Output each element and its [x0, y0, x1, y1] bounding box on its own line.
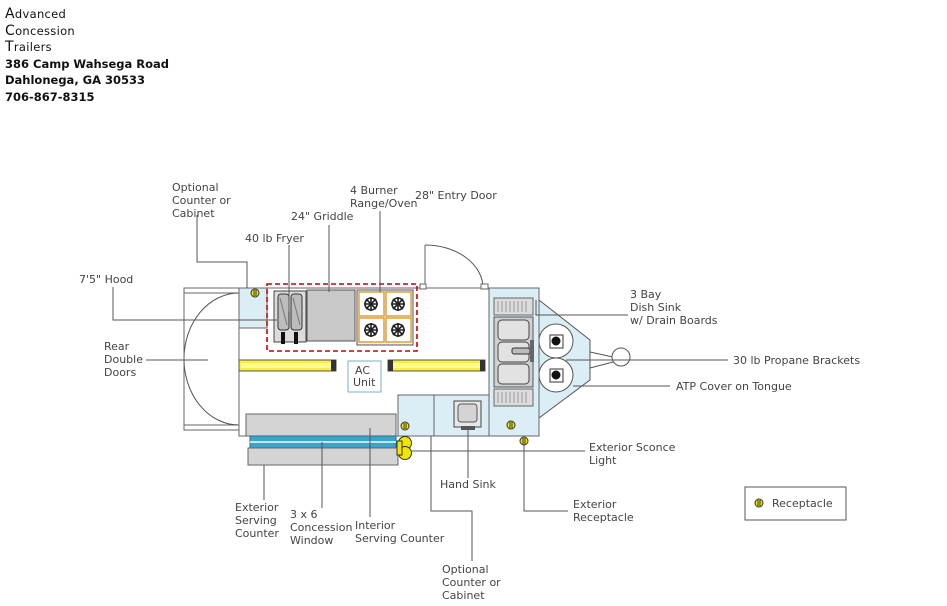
ac-unit-label-1: AC — [355, 364, 370, 377]
sconce-light-icon — [396, 436, 412, 460]
hand-sink-label: Hand Sink — [440, 478, 496, 491]
dish-sink-label: 3 Bay Dish Sink w/ Drain Boards — [630, 288, 718, 327]
interior-serving-counter — [245, 413, 397, 437]
propane-bracket-bottom — [538, 357, 574, 393]
fryer-label: 40 lb Fryer — [245, 232, 304, 245]
receptacle-icon — [400, 421, 410, 431]
company-name-line-2: Concession — [5, 22, 76, 39]
propane-bracket-top — [538, 323, 574, 359]
exterior-sconce-label: Exterior Sconce Light — [589, 441, 679, 467]
exterior-serving-counter — [247, 447, 399, 466]
propane-label: 30 lb Propane Brackets — [733, 354, 860, 367]
light-bar-right — [387, 359, 486, 372]
legend-receptacle-icon — [754, 498, 764, 508]
hand-sink — [453, 400, 482, 430]
leader-lines — [112, 211, 728, 561]
company-header: Advanced Concession Trailers 386 Camp Wa… — [5, 6, 169, 106]
entry-door — [419, 244, 489, 290]
legend: Receptacle — [744, 486, 847, 521]
receptacle-icon — [506, 420, 516, 430]
griddle-label: 24" Griddle — [291, 210, 354, 223]
rear-double-doors — [183, 287, 240, 431]
legend-receptacle-label: Receptacle — [772, 497, 833, 510]
receptacle-icon — [250, 288, 260, 298]
company-name-line-3: Trailers — [5, 39, 52, 56]
atp-cover — [538, 298, 591, 419]
burner-range — [356, 289, 414, 346]
optional-counter-top-label: Optional Counter or Cabinet — [172, 181, 234, 220]
entry-door-label: 28" Entry Door — [415, 189, 497, 202]
ac-unit-label-2: Unit — [353, 376, 376, 389]
ac-unit — [347, 360, 382, 393]
fryer — [273, 290, 307, 344]
company-street: 386 Camp Wahsega Road — [5, 56, 170, 71]
burner-range-label: 4 Burner Range/Oven — [350, 184, 418, 210]
exterior-serving-counter-label: Exterior Serving Counter — [235, 501, 282, 540]
company-phone: 706-867-8315 — [5, 89, 95, 104]
dish-sink — [488, 287, 540, 437]
exterior-receptacle-label: Exterior Receptacle — [573, 498, 634, 524]
company-name-line-1: Advanced — [5, 6, 67, 22]
hitch-icon — [611, 347, 631, 367]
atp-cover-label: ATP Cover on Tongue — [676, 380, 792, 393]
rear-doors-label: Rear Double Doors — [104, 340, 146, 379]
concession-window-label: 3 x 6 Concession Window — [290, 508, 356, 547]
hood-outline — [266, 283, 418, 352]
griddle — [306, 289, 356, 342]
company-city: Dahlonega, GA 30533 — [5, 73, 146, 88]
hood-label: 7'5" Hood — [79, 273, 133, 286]
interior-serving-counter-label: Interior Serving Counter — [355, 519, 445, 545]
optional-counter-bottom-label: Optional Counter or Cabinet — [442, 563, 504, 602]
exterior-receptacle-icon — [519, 436, 529, 446]
light-bar-left — [238, 359, 337, 372]
